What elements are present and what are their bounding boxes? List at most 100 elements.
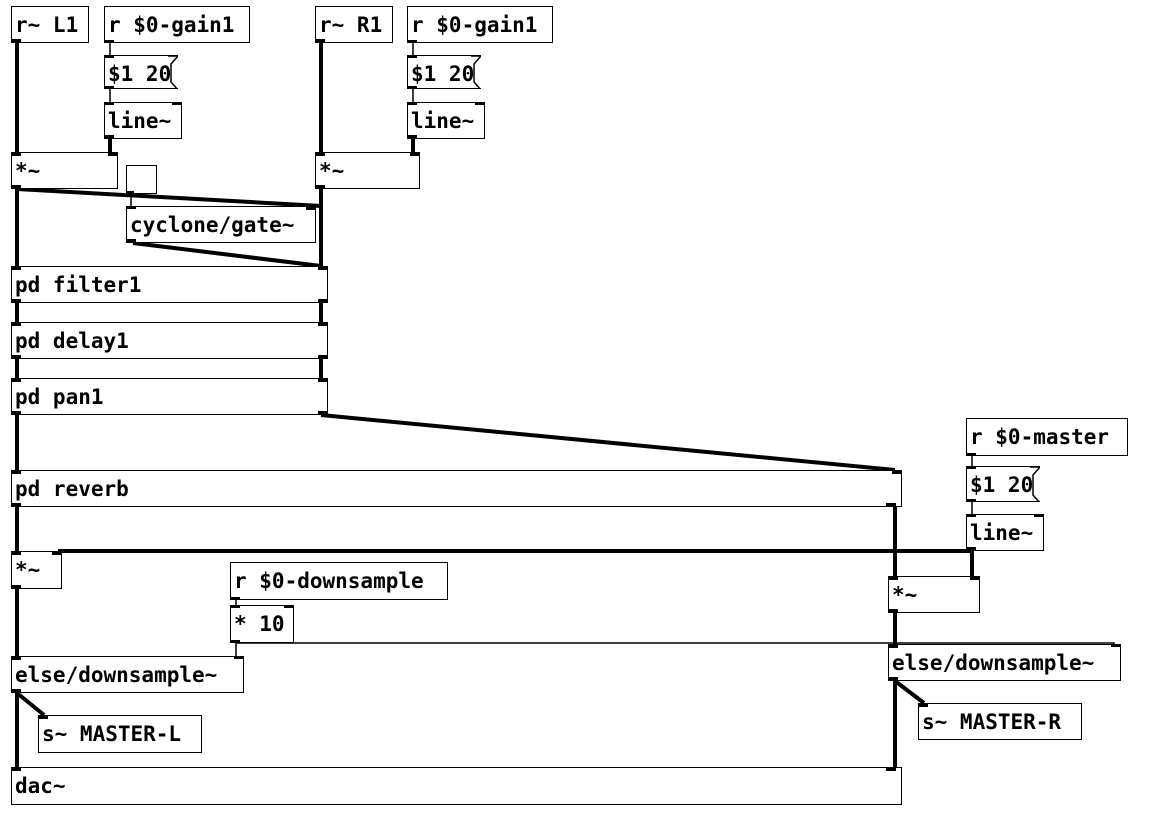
- port[interactable]: [967, 453, 976, 455]
- object-delay[interactable]: pd delay1: [11, 322, 328, 359]
- object-multiply-r[interactable]: *~: [315, 152, 420, 189]
- port[interactable]: [889, 609, 898, 612]
- object-multiply-master-l[interactable]: *~: [11, 551, 62, 589]
- port[interactable]: [318, 379, 327, 382]
- port[interactable]: [105, 135, 114, 138]
- port[interactable]: [967, 467, 976, 469]
- port[interactable]: [127, 239, 136, 242]
- port[interactable]: [52, 552, 61, 555]
- port[interactable]: [105, 86, 114, 88]
- port[interactable]: [127, 207, 136, 209]
- object-label: r $0-downsample: [234, 569, 424, 593]
- object-gate[interactable]: cyclone/gate~: [126, 206, 316, 243]
- port[interactable]: [12, 585, 21, 588]
- port[interactable]: [231, 640, 240, 642]
- port[interactable]: [172, 103, 181, 105]
- message-box-ramp-master[interactable]: $1 20: [966, 466, 1040, 502]
- object-multiply-10[interactable]: * 10: [230, 605, 294, 643]
- port[interactable]: [12, 267, 21, 270]
- port[interactable]: [919, 704, 928, 707]
- object-label: dac~: [15, 774, 66, 798]
- port[interactable]: [12, 379, 21, 382]
- object-multiply-l[interactable]: *~: [11, 152, 118, 189]
- port[interactable]: [892, 471, 901, 474]
- port[interactable]: [105, 103, 114, 105]
- port[interactable]: [318, 267, 327, 270]
- port[interactable]: [12, 185, 21, 188]
- port[interactable]: [889, 645, 898, 648]
- port[interactable]: [318, 411, 327, 414]
- port[interactable]: [234, 657, 243, 659]
- port[interactable]: [108, 153, 117, 156]
- object-multiply-master-r[interactable]: *~: [888, 576, 980, 613]
- port[interactable]: [12, 153, 21, 156]
- port[interactable]: [889, 677, 898, 680]
- port[interactable]: [970, 577, 979, 580]
- port[interactable]: [886, 503, 896, 506]
- port[interactable]: [12, 323, 21, 326]
- port[interactable]: [886, 768, 896, 771]
- port[interactable]: [12, 355, 21, 358]
- port[interactable]: [1111, 645, 1120, 647]
- object-dac[interactable]: dac~: [11, 767, 902, 805]
- object-label: pd pan1: [15, 385, 104, 409]
- object-receive-master[interactable]: r $0-master: [966, 418, 1128, 456]
- port[interactable]: [408, 40, 417, 42]
- object-receive-gain-r[interactable]: r $0-gain1: [407, 6, 553, 43]
- port[interactable]: [12, 503, 21, 506]
- object-label: line~: [411, 109, 475, 133]
- object-filter[interactable]: pd filter1: [11, 266, 328, 303]
- port[interactable]: [231, 606, 240, 608]
- port[interactable]: [12, 299, 21, 302]
- object-receive-r1[interactable]: r~ R1: [315, 6, 393, 43]
- port[interactable]: [306, 207, 315, 210]
- object-send-master-r[interactable]: s~ MASTER-R: [918, 703, 1082, 740]
- port[interactable]: [284, 606, 293, 608]
- port[interactable]: [1034, 515, 1043, 517]
- port[interactable]: [12, 39, 21, 42]
- port[interactable]: [127, 191, 134, 193]
- cord: [15, 691, 46, 717]
- object-receive-gain-l[interactable]: r $0-gain1: [104, 6, 250, 43]
- port[interactable]: [12, 411, 21, 414]
- port[interactable]: [318, 323, 327, 326]
- message-flag: [1030, 467, 1040, 501]
- port[interactable]: [39, 716, 48, 719]
- port[interactable]: [967, 515, 976, 517]
- port[interactable]: [318, 355, 327, 358]
- port[interactable]: [475, 103, 484, 105]
- object-pan[interactable]: pd pan1: [11, 378, 328, 415]
- port[interactable]: [410, 153, 419, 156]
- object-receive-downsample[interactable]: r $0-downsample: [230, 562, 448, 600]
- port[interactable]: [12, 552, 21, 555]
- object-receive-l1[interactable]: r~ L1: [11, 6, 89, 43]
- port[interactable]: [12, 471, 21, 474]
- port[interactable]: [408, 135, 417, 138]
- port[interactable]: [105, 40, 114, 42]
- port[interactable]: [967, 547, 976, 550]
- port[interactable]: [408, 86, 417, 88]
- object-line-master[interactable]: line~: [966, 514, 1044, 551]
- port[interactable]: [316, 39, 325, 42]
- port[interactable]: [316, 153, 325, 156]
- toggle[interactable]: [126, 165, 157, 194]
- object-downsample-r[interactable]: else/downsample~: [888, 644, 1121, 681]
- port[interactable]: [12, 657, 21, 660]
- object-downsample-l[interactable]: else/downsample~: [11, 656, 244, 693]
- message-box-ramp-l[interactable]: $1 20: [104, 55, 178, 89]
- port[interactable]: [967, 499, 976, 501]
- port[interactable]: [889, 577, 898, 580]
- message-box-ramp-r[interactable]: $1 20: [407, 55, 481, 89]
- object-line-r[interactable]: line~: [407, 102, 485, 139]
- port[interactable]: [231, 597, 240, 599]
- port[interactable]: [408, 56, 417, 58]
- port[interactable]: [316, 185, 325, 188]
- port[interactable]: [12, 689, 21, 692]
- object-send-master-l[interactable]: s~ MASTER-L: [38, 715, 202, 753]
- port[interactable]: [105, 56, 114, 58]
- port[interactable]: [12, 768, 21, 771]
- object-reverb[interactable]: pd reverb: [11, 470, 902, 507]
- object-line-l[interactable]: line~: [104, 102, 182, 139]
- port[interactable]: [408, 103, 417, 105]
- port[interactable]: [318, 299, 327, 302]
